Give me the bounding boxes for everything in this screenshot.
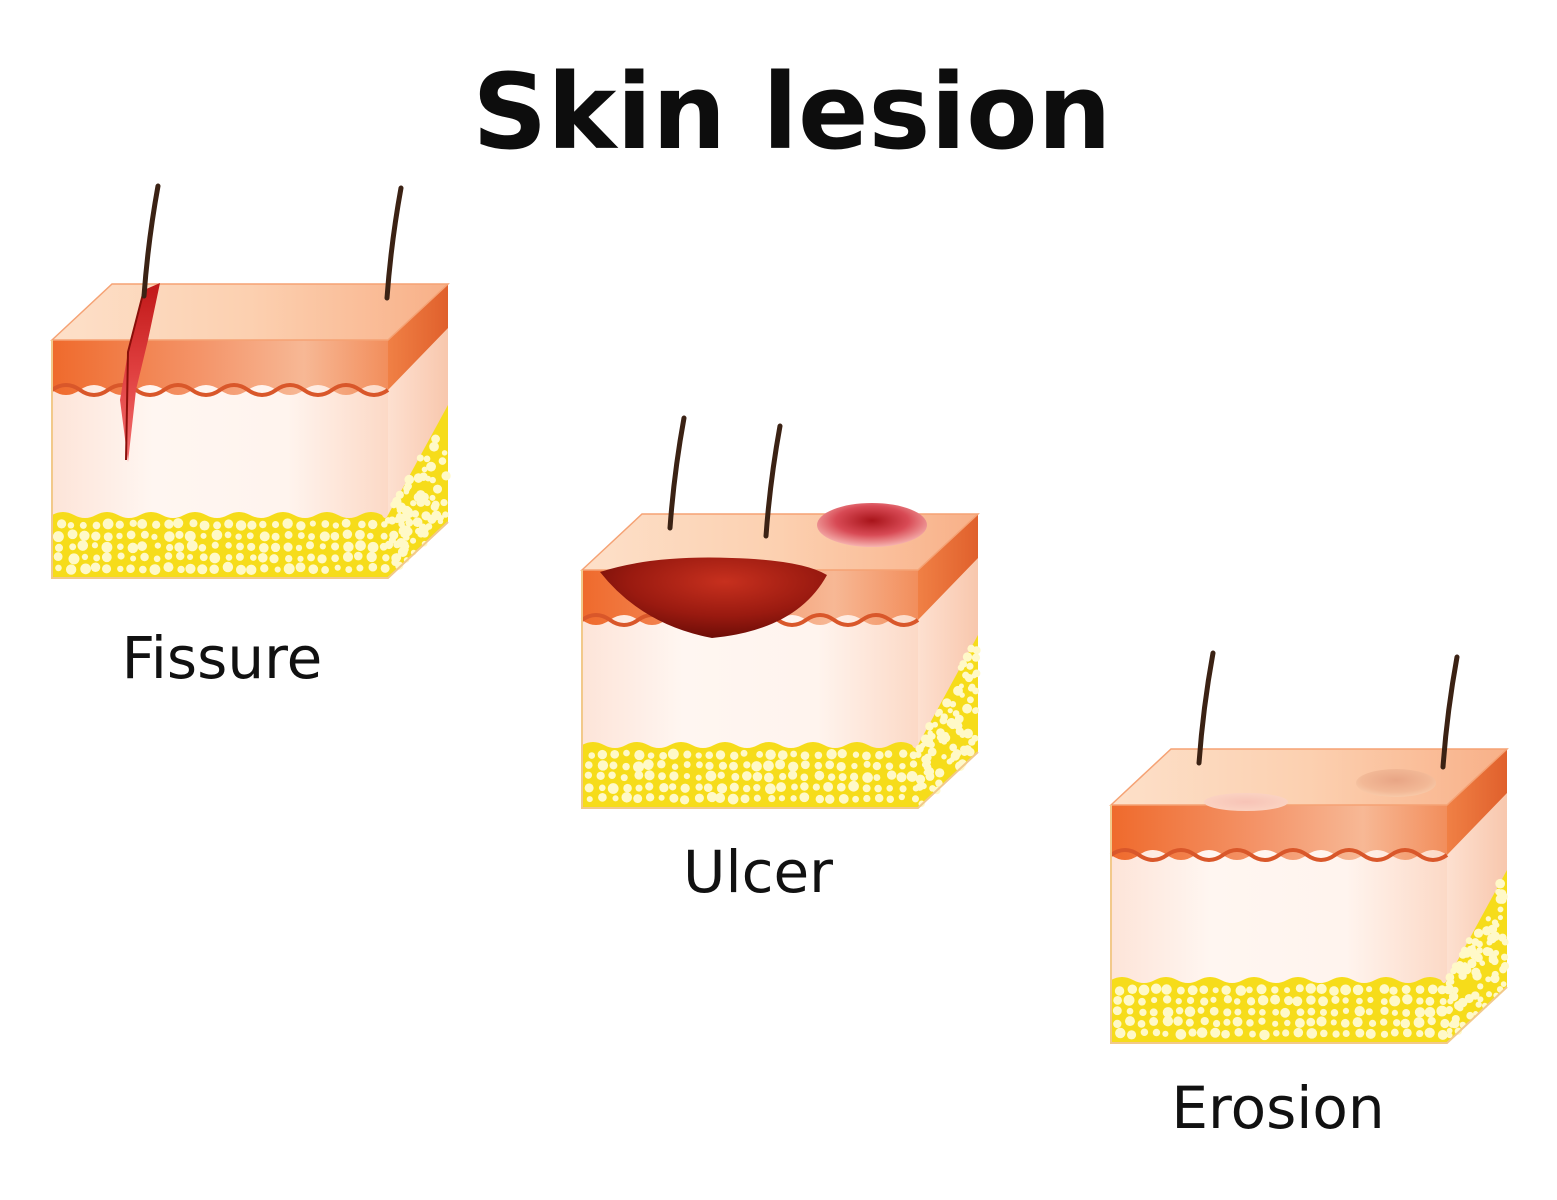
erosion-panel [1109,650,1510,1044]
ulcer-crater [600,557,827,638]
hair-right [1440,654,1460,770]
skin-epidermis-border [1109,848,1449,862]
skin-epidermis [1111,805,1447,860]
hair-left [667,415,687,531]
skin-side-epidermis [1447,749,1507,855]
erosion-label: Erosion [1171,1074,1384,1142]
hair-left [1196,650,1216,766]
diagram-title: Skin lesion [472,51,1111,173]
fissure-panel [50,183,451,579]
skin-side-epidermis [388,284,448,390]
fissure-wound [120,283,160,462]
fat-cells [584,644,981,807]
skin-epidermis-border [50,383,390,397]
hair-right [763,423,783,539]
skin-top-surface [1109,748,1509,806]
ulcer-panel [580,415,981,809]
fat-cells [52,434,451,575]
ulcer-small-lesion [817,503,927,547]
hair-right [384,185,404,301]
hair-left [141,183,161,299]
erosion-lesion [1356,769,1436,797]
skin-side-epidermis [918,514,978,620]
erosion-shallow-spot [1204,793,1288,811]
ulcer-label: Ulcer [683,838,833,906]
fat-cells [1112,878,1510,1041]
fissure-label: Fissure [122,624,323,692]
